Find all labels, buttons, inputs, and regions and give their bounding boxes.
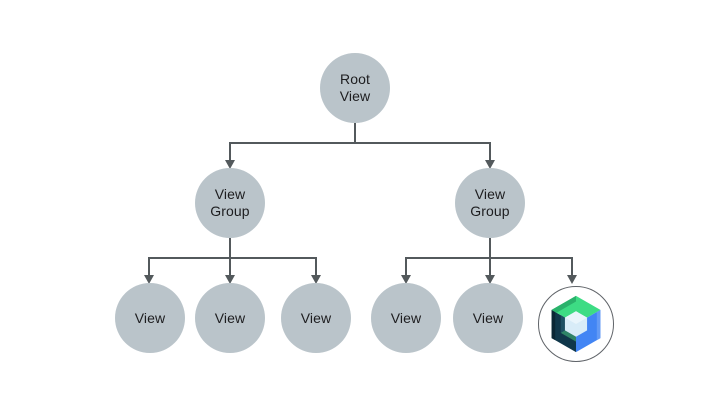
node-view-4: View — [371, 283, 441, 353]
node-label: View — [390, 309, 422, 326]
node-view-3: View — [281, 283, 351, 353]
node-view-5: View — [453, 283, 523, 353]
node-view-group-right: View Group — [455, 168, 525, 238]
arrowhead-icon — [485, 160, 495, 169]
node-label: View — [214, 309, 246, 326]
connector-root-crossbar — [229, 142, 491, 162]
arrowhead-icon — [225, 275, 235, 284]
arrowhead-icon — [401, 275, 411, 284]
connector-left-crossbar — [148, 257, 317, 277]
node-label: View — [300, 309, 332, 326]
node-view-2: View — [195, 283, 265, 353]
node-label: Group — [470, 203, 510, 219]
node-label: View — [134, 309, 166, 326]
node-view-1: View — [115, 283, 185, 353]
arrowhead-icon — [144, 275, 154, 284]
node-label: View — [472, 309, 504, 326]
arrowheads — [144, 160, 577, 284]
node-label: View — [214, 186, 246, 202]
jetpack-compose-logo-icon — [551, 295, 601, 353]
arrowhead-icon — [485, 275, 495, 284]
node-label: View — [339, 88, 371, 104]
node-view-group-left: View Group — [195, 168, 265, 238]
node-root-view: Root View — [320, 53, 390, 123]
node-label: Root — [340, 71, 370, 87]
arrowhead-icon — [311, 275, 321, 284]
node-label: Group — [210, 203, 250, 219]
node-jetpack-compose — [538, 286, 614, 362]
node-label: View — [474, 186, 506, 202]
arrowhead-icon — [225, 160, 235, 169]
arrowhead-icon — [567, 275, 577, 284]
